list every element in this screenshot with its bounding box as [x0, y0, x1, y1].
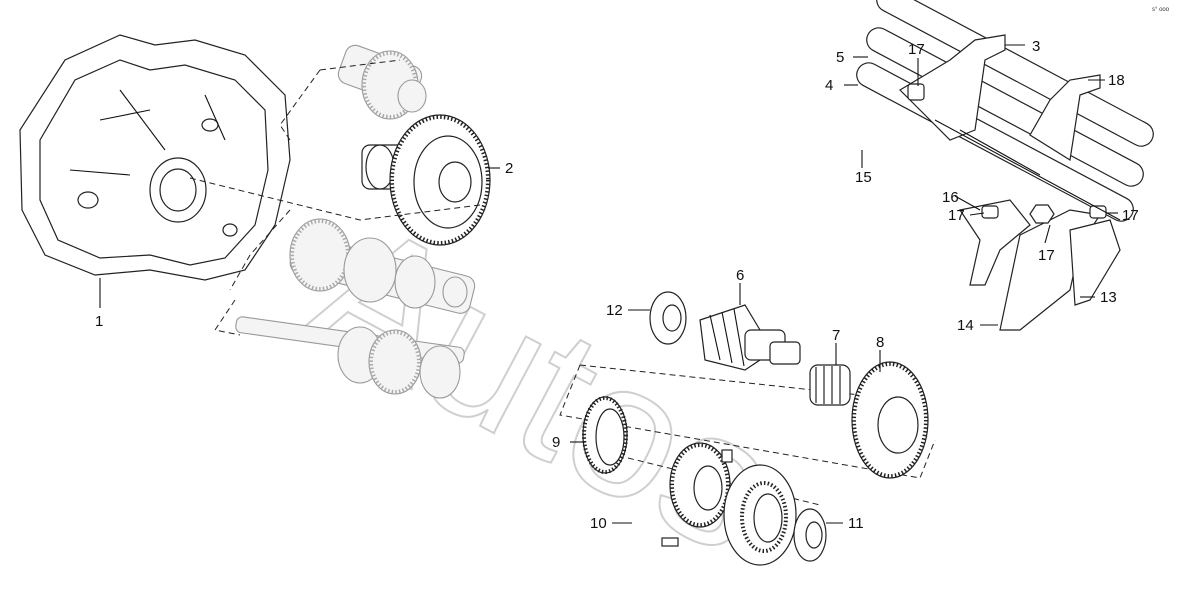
- bearing-12: [649, 291, 687, 345]
- callout-1: 1: [95, 313, 103, 330]
- callout-8: 8: [876, 334, 884, 351]
- callout-17-left: 17: [948, 207, 965, 224]
- synchro-ring-9: [582, 396, 628, 474]
- differential-ring-gear: [361, 114, 491, 246]
- needle-bearing-7: [809, 364, 851, 406]
- callout-13: 13: [1100, 289, 1117, 306]
- callout-6: 6: [736, 267, 744, 284]
- callout-5: 5: [836, 49, 844, 66]
- callout-4: 4: [825, 77, 833, 94]
- ghost-gear-cluster-top: [337, 44, 427, 120]
- synchro-hub-10: [661, 442, 733, 547]
- callout-labels: 1 2 3 4 5 6 7 8 9 10 11 12 13 14 15 16 1…: [95, 38, 1139, 532]
- callout-17-bottom: 17: [1038, 247, 1055, 264]
- callout-17-right: 17: [1122, 207, 1139, 224]
- corner-code: s° ooo: [1152, 7, 1170, 13]
- callout-15: 15: [855, 169, 872, 186]
- callout-3: 3: [1032, 38, 1040, 55]
- callout-11: 11: [848, 515, 864, 532]
- shift-rail-fork-assembly: [856, 0, 1154, 331]
- ghost-gear-shaft-middle: [289, 218, 476, 314]
- transmission-housing: [19, 34, 291, 281]
- leader-lines: [99, 44, 1118, 524]
- synchro-sleeve: [723, 464, 797, 566]
- callout-9: 9: [552, 434, 560, 451]
- callout-7: 7: [832, 327, 840, 344]
- ghost-input-shaft: [235, 316, 465, 399]
- callout-2: 2: [505, 160, 513, 177]
- callout-14: 14: [957, 317, 974, 334]
- callout-17-top: 17: [908, 41, 925, 58]
- callout-12: 12: [606, 302, 623, 319]
- pinion-shaft-6: [699, 304, 801, 371]
- callout-10: 10: [590, 515, 607, 532]
- gear-8: [851, 361, 929, 479]
- bearing-11: [793, 508, 827, 562]
- callout-18: 18: [1108, 72, 1125, 89]
- callout-16: 16: [942, 189, 959, 206]
